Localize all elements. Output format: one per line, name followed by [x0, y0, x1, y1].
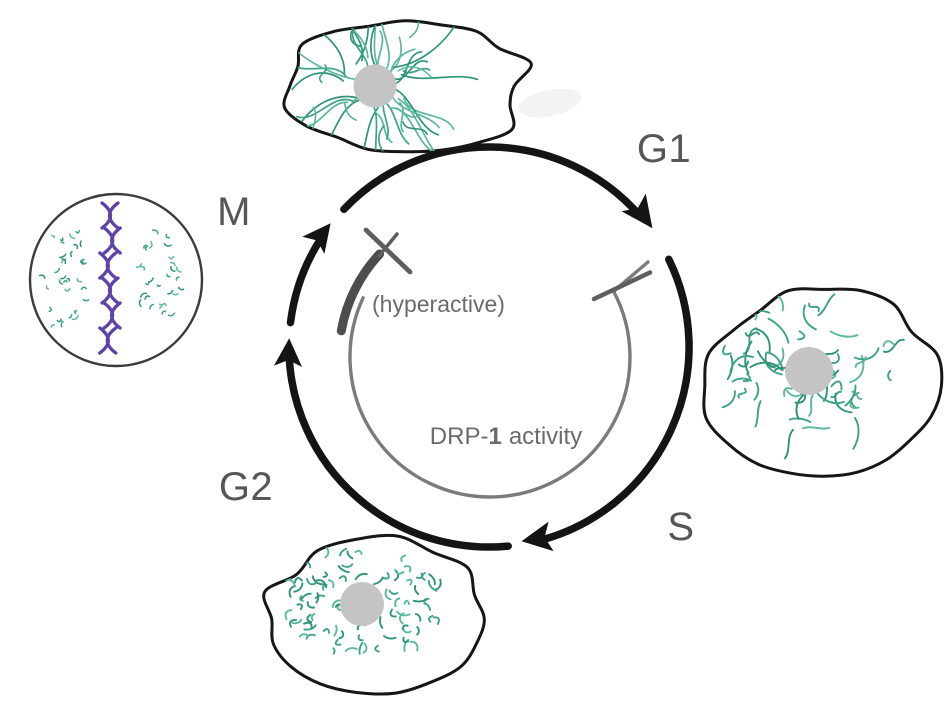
cycle-arc-upper-left — [286, 232, 326, 327]
cell-illustrations — [28, 19, 944, 696]
right-cell-nucleus — [785, 347, 833, 395]
drp1-label-number: 1 — [488, 423, 501, 450]
bottom-cell-nucleus — [340, 582, 384, 626]
top-cell-membrane — [282, 19, 533, 154]
cycle-arc-right-arrowhead — [521, 521, 554, 552]
phase-label-g1: G1 — [637, 127, 691, 171]
background-smudge — [518, 88, 582, 118]
hyperactive-label: (hyperactive) — [372, 291, 505, 317]
phase-label-m: M — [217, 190, 251, 234]
mitotic-mitochondria-fragments — [38, 229, 185, 328]
cell-cycle-ring — [274, 143, 693, 552]
drp1-activity-label: DRP-1 activity — [430, 423, 582, 450]
cycle-arc-upper-left-arrowhead — [302, 223, 331, 254]
cycle-arc-top-arrowhead — [621, 193, 653, 229]
labels: G1 S G2 M (hyperactive) DRP-1 activity — [217, 127, 694, 549]
bottom-cell — [262, 533, 486, 696]
right-cell — [702, 287, 944, 478]
inhibition-tbar-g1-s — [591, 270, 653, 302]
phase-label-g2: G2 — [219, 465, 273, 509]
inhibition-tbar-m-g1 — [363, 227, 413, 275]
top-cell-nucleus — [353, 64, 397, 108]
drp1-label-suffix: activity — [509, 423, 582, 450]
phase-label-s: S — [667, 505, 694, 549]
metaphase-chromosomes — [98, 201, 122, 355]
cycle-arc-left — [285, 350, 512, 551]
left-cell — [28, 192, 204, 368]
cycle-arc-right — [537, 255, 693, 544]
drp1-activity-ring — [336, 227, 653, 499]
cycle-arc-left-arrowhead — [274, 338, 302, 367]
drp1-activity-arc — [348, 289, 632, 499]
faint-smudge — [518, 88, 582, 118]
inhibition-stem-m-g1 — [377, 232, 399, 258]
drp1-label-prefix: DRP- — [430, 423, 489, 450]
right-cell-mitochondria-intermediate-fragments — [721, 290, 905, 460]
top-cell — [282, 19, 533, 154]
hyperactive-drp1-segment — [336, 249, 385, 336]
cycle-arc-top — [340, 143, 642, 217]
top-cell-mitochondria-tubular-network — [287, 20, 479, 152]
